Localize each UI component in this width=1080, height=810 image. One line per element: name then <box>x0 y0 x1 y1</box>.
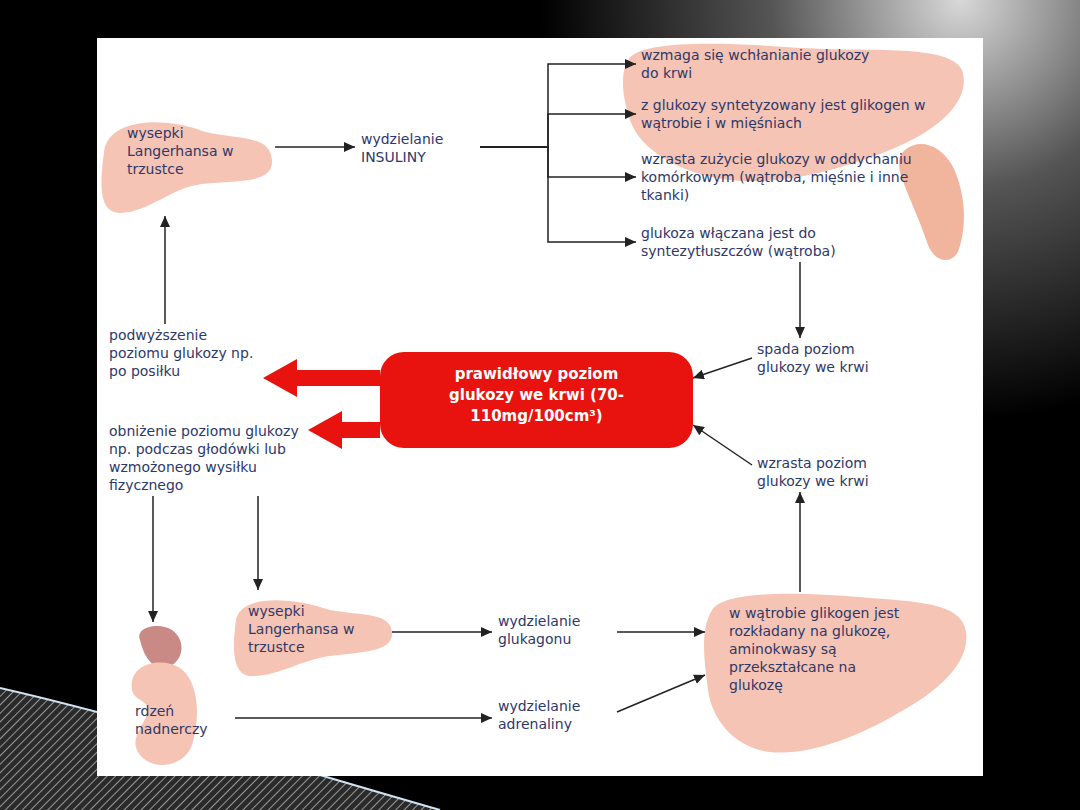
effect-text: glukoza włączana jest do syntezytłuszczó… <box>636 222 926 262</box>
node-text: w wątrobie glikogen jest rozkładany na g… <box>729 604 907 694</box>
flow-arrow <box>693 425 752 465</box>
deviation-arrow <box>342 422 380 438</box>
flow-arrow <box>164 216 166 324</box>
result-text: wzrasta poziom glukozy we krwi <box>752 452 902 492</box>
result-text: spada poziom glukozy we krwi <box>752 338 902 378</box>
process-text: wydzielanie glukagonu <box>492 610 617 650</box>
deviation-arrow <box>297 370 380 386</box>
pancreas-shape: wysepki Langerhansa w trzustce <box>232 590 392 676</box>
process-text: wydzielanie adrenaliny <box>492 695 617 735</box>
node-text: obniżenie poziomu glukozy np. podczas gł… <box>109 422 302 494</box>
liver-shape: w wątrobie glikogen jest rozkładany na g… <box>705 592 967 757</box>
flow-arrow <box>693 358 752 378</box>
flow-arrow <box>392 631 492 633</box>
pancreas-shape: wysepki Langerhansa w trzustce <box>100 108 275 216</box>
node-text: wydzielanie glukagonu <box>498 612 611 648</box>
condition-text: obniżenie poziomu glukozy np. podczas gł… <box>103 420 308 496</box>
node-text: wydzielanie adrenaliny <box>498 697 611 733</box>
flow-arrow <box>480 147 636 242</box>
adrenal-illustration <box>139 626 181 667</box>
flow-arrow <box>152 496 154 622</box>
node-text: podwyższenie poziomu glukozy np. po posi… <box>109 326 257 380</box>
flow-arrow <box>617 631 705 633</box>
pancreas-illustration <box>234 600 392 676</box>
adrenal-shape: rdzeń nadnerczy <box>125 622 235 772</box>
node-text: wzmaga się wchłanianie glukozy do krwi <box>641 46 881 82</box>
node-text: wzrasta poziom glukozy we krwi <box>757 454 897 490</box>
flow-arrow <box>275 146 355 148</box>
node-text: spada poziom glukozy we krwi <box>757 340 897 376</box>
effect-text: wzmaga się wchłanianie glukozy do krwi <box>636 44 886 84</box>
node-text: rdzeń nadnerczy <box>135 702 229 738</box>
flow-arrow <box>480 64 636 147</box>
node-text: prawidłowy poziom glukozy we krwi (70-11… <box>446 364 627 427</box>
flow-arrow <box>480 147 636 177</box>
node-text: wysepki Langerhansa w trzustce <box>248 602 384 656</box>
node-text: z glukozy syntetyzowany jest glikogen w … <box>641 96 931 132</box>
pancreas-illustration <box>101 122 272 213</box>
liver-illustration <box>704 594 966 753</box>
flow-arrow <box>799 262 801 338</box>
process-text: wydzielanie INSULINY <box>355 128 480 168</box>
node-text: wzrasta zużycie glukozy w oddychaniu kom… <box>641 150 931 204</box>
flow-arrow <box>799 492 801 592</box>
effect-text: wzrasta zużycie glukozy w oddychaniu kom… <box>636 148 936 206</box>
condition-text: podwyższenie poziomu glukozy np. po posi… <box>103 324 263 382</box>
node-text: wysepki Langerhansa w trzustce <box>127 124 265 178</box>
effect-text: z glukozy syntetyzowany jest glikogen w … <box>636 94 936 134</box>
flow-arrow <box>480 114 636 147</box>
node-text: glukoza włączana jest do syntezytłuszczó… <box>641 224 921 260</box>
normal-level-box: prawidłowy poziom glukozy we krwi (70-11… <box>380 352 693 448</box>
flow-arrow <box>235 717 492 719</box>
white-panel <box>97 38 983 776</box>
flow-arrow <box>617 675 705 712</box>
flow-arrow <box>257 496 259 590</box>
node-text: wydzielanie INSULINY <box>361 130 474 166</box>
